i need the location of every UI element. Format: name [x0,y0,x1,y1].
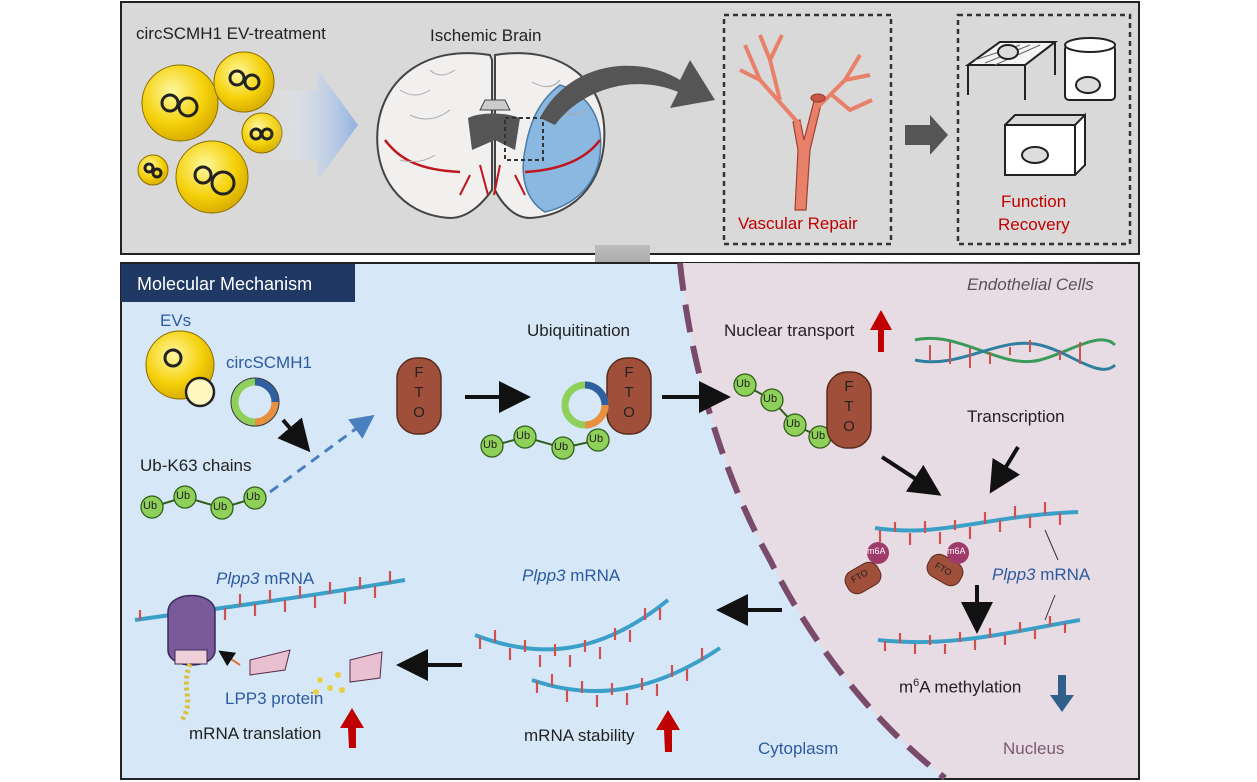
ub-label: Ub [786,418,801,430]
ub-chains-label: Ub-K63 chains [140,456,252,475]
vessel-illustration [739,34,873,211]
ub-chain-left [140,485,267,520]
ubiquitination-label: Ubiquitination [527,321,631,340]
dna-helix [914,336,1117,371]
nucleus-label: Nucleus [1003,739,1065,758]
plpp3-cyto-label: Plpp3 mRNA [522,566,621,585]
arrow-fto-to-mrna [880,455,942,496]
nuclear-transport-up-arrow [870,310,892,352]
nucleus-region [680,263,1138,778]
ub-label: Ub [736,378,751,390]
ub-label: Ub [213,501,228,513]
mechanism-header: Molecular Mechanism [137,274,313,294]
circscmh1-label: circSCMH1 [226,353,312,372]
mrna-translation-label: mRNA translation [189,724,322,743]
function-label-2: Recovery [998,215,1070,234]
mechanism-header-bg [121,264,355,302]
brain-label: Ischemic Brain [430,26,542,45]
ub-label: Ub [589,433,604,445]
nuclear-transport-label: Nuclear transport [724,321,855,340]
ub-label: Ub [763,393,778,405]
lpp3-protein-label: LPP3 protein [225,689,324,708]
m6a-mark-2: m6A [947,546,966,556]
cyto-mrna-2 [531,646,722,707]
arrow-from-transcription [989,445,1020,494]
ev-treatment-label: circSCMH1 EV-treatment [136,24,326,43]
m6a-down-arrow [1050,675,1074,712]
ub-label: Ub [143,500,158,512]
plpp3-ribosome-label: Plpp3 mRNA [216,569,315,588]
vascular-repair-box [722,13,893,246]
translation-up-arrow [340,708,364,748]
vascular-repair-label: Vascular Repair [738,214,858,233]
cytoplasm-label: Cytoplasm [758,739,839,758]
ischemic-brain-illustration [376,52,606,220]
ub-chain-nucleus [733,371,872,449]
behavior-test-icons [964,37,1116,176]
dashed-arrow [269,414,375,494]
cyto-mrna-1 [474,598,670,667]
evs-label: EVs [160,311,192,330]
ub-label: Ub [516,430,531,442]
ub-label: Ub [811,430,826,442]
ub-label: Ub [554,441,569,453]
transcription-label: Transcription [967,407,1065,426]
ub-label: Ub [483,439,498,451]
methylated-mrna [844,502,1079,595]
ub-label: Ub [176,490,191,502]
stability-up-arrow [656,710,680,752]
ribosome-translation [134,571,406,722]
nuclear-membrane [677,262,947,781]
m6a-methylation-label: m6A methylation [899,677,1022,697]
curved-arrow [540,60,715,125]
ub-label: Ub [246,491,261,503]
circscmh1-ring [230,377,280,427]
ubiquitination-complex [480,357,652,460]
plpp3-nucleus-label: Plpp3 mRNA [992,565,1091,584]
mrna-stability-label: mRNA stability [524,726,635,745]
treatment-arrow [268,70,358,180]
m6a-mark-1: m6A [867,546,886,556]
function-label-1: Function [1001,192,1067,211]
demethylated-mrna [877,616,1081,654]
endothelial-label: Endothelial Cells [967,275,1094,294]
circ-arrow [277,417,311,453]
function-recovery-box [956,13,1132,246]
repair-to-recovery-arrow [905,115,948,155]
